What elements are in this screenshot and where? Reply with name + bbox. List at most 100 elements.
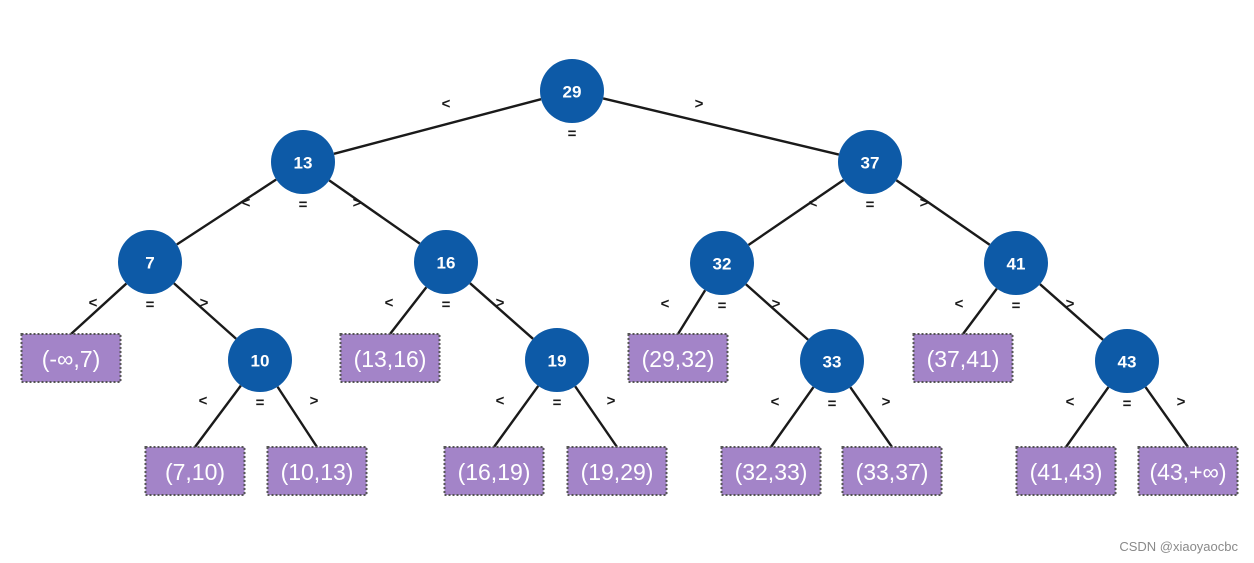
interval-box: [339, 333, 441, 383]
edge-n10-l2: [194, 384, 242, 448]
node-key-label: 41: [1007, 255, 1026, 274]
comparison-labels-layer: <=><=><=><=><=><=><=><=><=><=><=>: [89, 96, 1186, 413]
tree-node-32: 32: [690, 231, 754, 295]
edge-n41-n43: [1039, 283, 1104, 341]
node-circle: [540, 59, 604, 123]
edge-n10-l3: [276, 386, 319, 448]
interval-label: (19,29): [581, 459, 654, 485]
tree-node-13: 13: [271, 130, 335, 194]
interval-label: (29,32): [642, 346, 715, 372]
compare-less-label-n19: <: [496, 393, 505, 410]
edge-n19-l5: [493, 385, 540, 448]
compare-greater-label-n37: >: [920, 195, 929, 212]
interval-leaf: (32,33): [720, 446, 822, 496]
edge-n29-n37: [602, 97, 840, 156]
interval-label: (43,+∞): [1149, 459, 1226, 485]
tree-node-10: 10: [228, 328, 292, 392]
compare-greater-label-n13: >: [353, 195, 362, 212]
compare-greater-label-n16: >: [496, 295, 505, 312]
interval-box: [144, 446, 246, 496]
leaves-layer: (-∞,7)(7,10)(10,13)(13,16)(16,19)(19,29)…: [20, 333, 1239, 496]
interval-leaf: (-∞,7): [20, 333, 122, 383]
interval-label: (37,41): [927, 346, 1000, 372]
compare-greater-label-n29: >: [695, 96, 704, 113]
edge-n32-n33: [745, 283, 809, 341]
edge-n13-n7: [176, 178, 277, 246]
interval-box: [720, 446, 822, 496]
compare-equal-label-n37: =: [866, 197, 875, 214]
tree-node-33: 33: [800, 329, 864, 393]
edge-n16-l4: [389, 286, 428, 335]
tree-node-16: 16: [414, 230, 478, 294]
edge-n37-n41: [895, 179, 991, 246]
compare-equal-label-n10: =: [256, 395, 265, 412]
node-circle: [228, 328, 292, 392]
tree-node-7: 7: [118, 230, 182, 294]
edge-n32-l7: [676, 289, 707, 335]
compare-less-label-n29: <: [442, 96, 451, 113]
compare-less-label-n13: <: [242, 195, 251, 212]
compare-greater-label-n43: >: [1177, 394, 1186, 411]
node-key-label: 33: [823, 353, 842, 372]
edge-n33-l8: [770, 386, 815, 448]
node-key-label: 13: [294, 154, 313, 173]
node-circle: [414, 230, 478, 294]
compare-greater-label-n7: >: [200, 295, 209, 312]
node-key-label: 43: [1118, 353, 1137, 372]
edge-n37-n32: [747, 179, 845, 246]
interval-box: [566, 446, 668, 496]
tree-node-43: 43: [1095, 329, 1159, 393]
interval-box: [627, 333, 729, 383]
edge-n33-l9: [849, 386, 893, 448]
node-circle: [800, 329, 864, 393]
node-circle: [525, 328, 589, 392]
edges-layer: [70, 97, 1189, 448]
compare-less-label-n41: <: [955, 296, 964, 313]
node-key-label: 37: [861, 154, 880, 173]
edge-n16-n19: [469, 282, 534, 340]
edge-n41-l10: [962, 287, 998, 335]
node-key-label: 19: [548, 352, 567, 371]
edge-n29-n13: [333, 98, 542, 155]
interval-label: (41,43): [1030, 459, 1103, 485]
interval-label: (7,10): [165, 459, 225, 485]
tree-node-29: 29: [540, 59, 604, 123]
compare-equal-label-n19: =: [553, 395, 562, 412]
compare-less-label-n33: <: [771, 394, 780, 411]
node-key-label: 32: [713, 255, 732, 274]
compare-equal-label-n29: =: [568, 126, 577, 143]
node-circle: [690, 231, 754, 295]
interval-box: [1015, 446, 1117, 496]
compare-less-label-n43: <: [1066, 394, 1075, 411]
compare-less-label-n16: <: [385, 295, 394, 312]
interval-label: (16,19): [458, 459, 531, 485]
interval-leaf: (13,16): [339, 333, 441, 383]
nodes-layer: 29 13 37 7 16 32 41 10 19 33 43: [118, 59, 1159, 393]
interval-leaf: (16,19): [443, 446, 545, 496]
compare-equal-label-n13: =: [299, 197, 308, 214]
compare-greater-label-n32: >: [772, 296, 781, 313]
compare-greater-label-n41: >: [1066, 296, 1075, 313]
compare-equal-label-n43: =: [1123, 396, 1132, 413]
node-key-label: 7: [145, 254, 154, 273]
node-key-label: 16: [437, 254, 456, 273]
compare-less-label-n7: <: [89, 295, 98, 312]
tree-node-37: 37: [838, 130, 902, 194]
edge-n43-l11: [1065, 386, 1110, 448]
node-circle: [838, 130, 902, 194]
edge-n43-l12: [1144, 386, 1189, 448]
compare-less-label-n32: <: [661, 296, 670, 313]
edge-n7-n10: [173, 282, 237, 340]
node-circle: [984, 231, 1048, 295]
interval-leaf: (29,32): [627, 333, 729, 383]
interval-label: (32,33): [735, 459, 808, 485]
interval-box: [912, 333, 1014, 383]
compare-greater-label-n10: >: [310, 393, 319, 410]
edge-n7-l1: [70, 282, 128, 335]
interval-label: (13,16): [354, 346, 427, 372]
compare-equal-label-n7: =: [146, 297, 155, 314]
interval-leaf: (41,43): [1015, 446, 1117, 496]
tree-node-19: 19: [525, 328, 589, 392]
interval-leaf: (7,10): [144, 446, 246, 496]
